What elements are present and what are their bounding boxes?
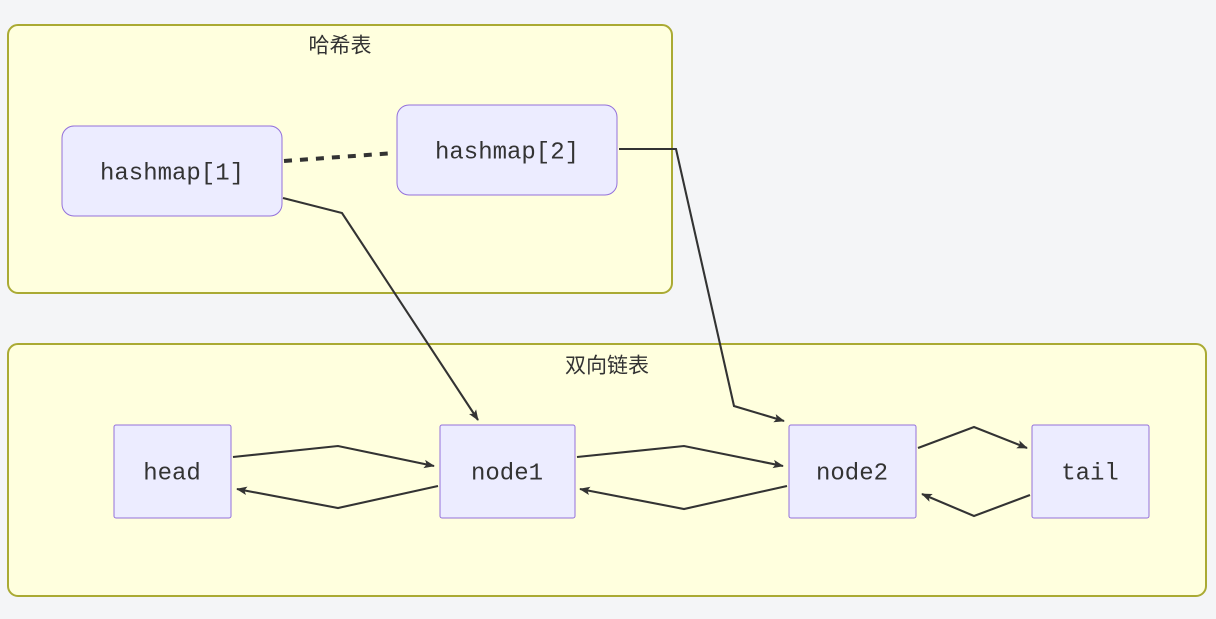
node-tail-rect[interactable] — [1031, 424, 1150, 519]
edge-node1-head — [236, 484, 439, 510]
edge-node2-node1 — [579, 484, 788, 511]
node-node2-label: node2 — [816, 460, 888, 487]
cluster-hashtable: 哈希表 — [7, 24, 673, 294]
edge-hashmap2-node2 — [619, 147, 785, 423]
node-hashmap1-label: hashmap[1] — [100, 160, 244, 187]
node-head-label: head — [143, 460, 201, 487]
node-hashmap1[interactable]: hashmap[1] — [61, 125, 283, 217]
cluster-doubly-linked-list: 双向链表 — [7, 343, 1207, 597]
node-node2[interactable]: node2 — [788, 424, 917, 519]
cluster-hashtable-label: 哈希表 — [309, 35, 372, 58]
node-node2-rect[interactable] — [788, 424, 917, 519]
node-hashmap2-label: hashmap[2] — [435, 139, 579, 166]
node-head-rect[interactable] — [113, 424, 232, 519]
edge-tail-node2 — [921, 493, 1031, 518]
node-head[interactable]: head — [113, 424, 232, 519]
node-tail-label: tail — [1061, 460, 1119, 487]
edge-layer — [232, 147, 1031, 518]
node-node1-rect[interactable] — [439, 424, 576, 519]
edge-node1-node2 — [576, 444, 784, 469]
cluster-hashtable-rect — [7, 24, 673, 294]
edge-node2-tail — [917, 425, 1028, 449]
cluster-doubly-linked-list-label: 双向链表 — [565, 355, 649, 378]
edge-head-node1 — [232, 444, 435, 469]
node-node1-label: node1 — [471, 460, 543, 487]
node-hashmap2[interactable]: hashmap[2] — [396, 104, 618, 196]
node-hashmap1-rect[interactable] — [61, 125, 283, 217]
node-hashmap2-rect[interactable] — [396, 104, 618, 196]
node-node1[interactable]: node1 — [439, 424, 576, 519]
node-tail[interactable]: tail — [1031, 424, 1150, 519]
edge-hashmap1-node1 — [282, 196, 479, 421]
edge-hashmap1-hashmap2 — [283, 151, 396, 163]
cluster-doubly-linked-list-rect — [7, 343, 1207, 597]
